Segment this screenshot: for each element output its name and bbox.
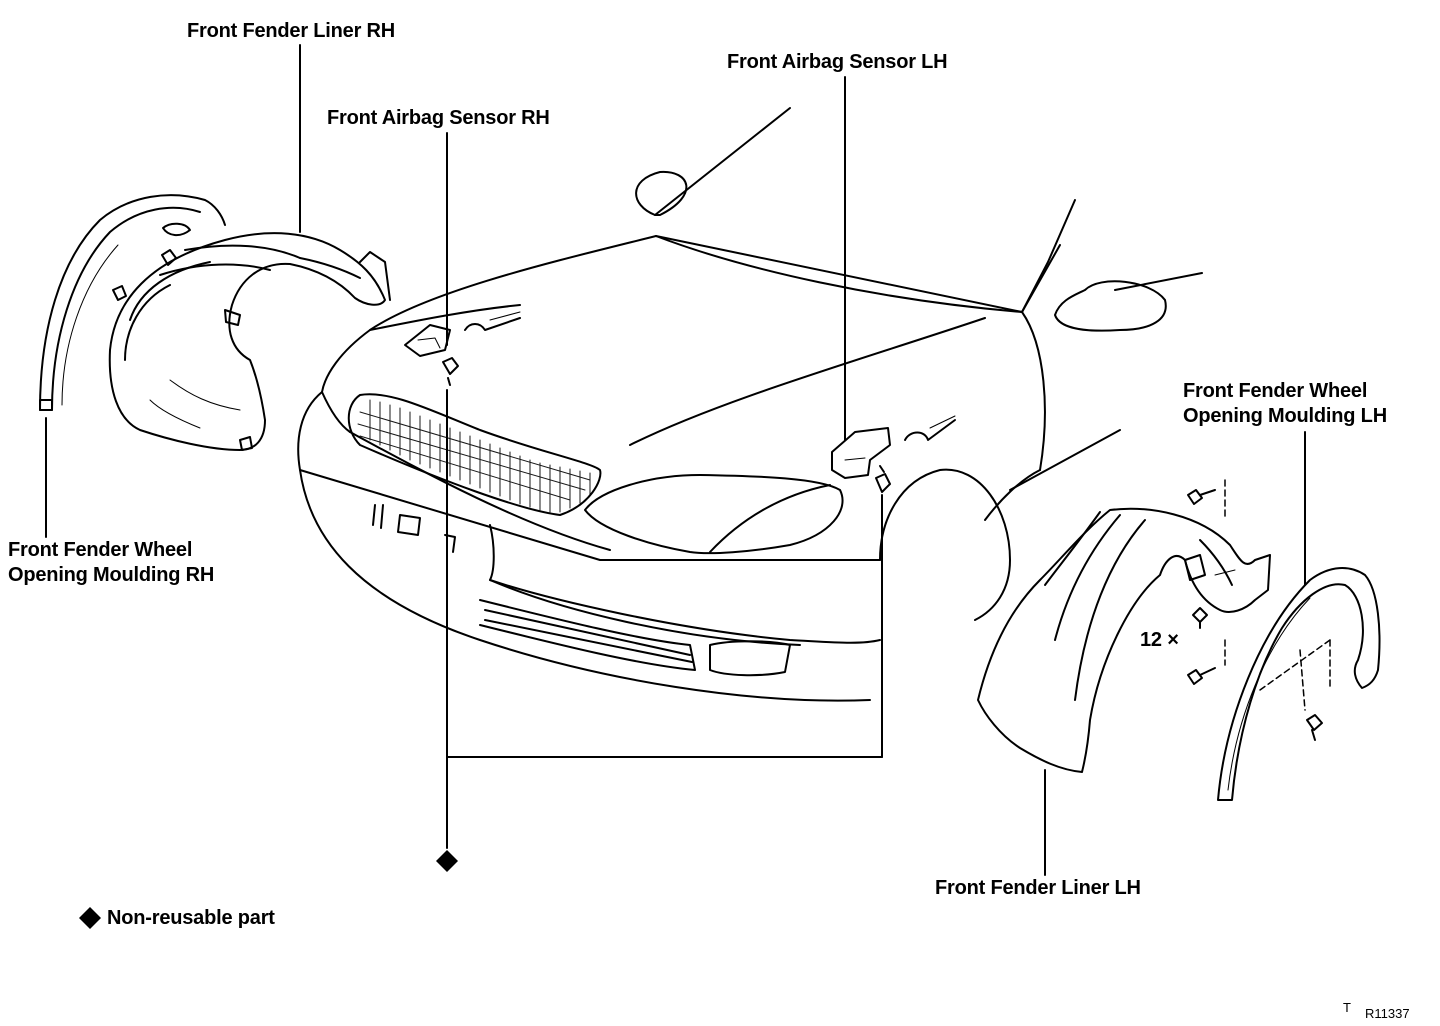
leader-lines <box>45 44 1306 876</box>
legend-diamond-icon <box>79 907 101 929</box>
airbag-sensor-rh <box>404 311 521 386</box>
diamond-icon <box>436 850 458 872</box>
screws-lh <box>1187 479 1226 685</box>
legend-non-reusable: Non-reusable part <box>107 907 275 929</box>
label-screw-count: 12 × <box>1140 629 1179 651</box>
label-moulding-lh-line1: Front Fender Wheel <box>1183 380 1368 402</box>
label-moulding-lh-line2: Opening Moulding LH <box>1183 405 1387 427</box>
figure-code-t: T <box>1343 1000 1351 1015</box>
moulding-rh <box>39 194 226 411</box>
label-airbag-sensor-lh: Front Airbag Sensor LH <box>727 51 948 73</box>
label-moulding-rh-line2: Opening Moulding RH <box>8 564 215 586</box>
label-fender-liner-lh: Front Fender Liner LH <box>935 877 1141 899</box>
fender-liner-rh <box>108 232 391 451</box>
moulding-lh <box>1217 567 1381 801</box>
figure-code: R11337 <box>1365 1006 1410 1021</box>
label-airbag-sensor-rh: Front Airbag Sensor RH <box>327 107 550 129</box>
fender-liner-lh <box>977 507 1271 773</box>
label-moulding-rh-line1: Front Fender Wheel <box>8 539 193 561</box>
airbag-sensor-lh <box>831 415 956 493</box>
car-body <box>297 107 1203 702</box>
label-fender-liner-rh: Front Fender Liner RH <box>187 20 396 42</box>
